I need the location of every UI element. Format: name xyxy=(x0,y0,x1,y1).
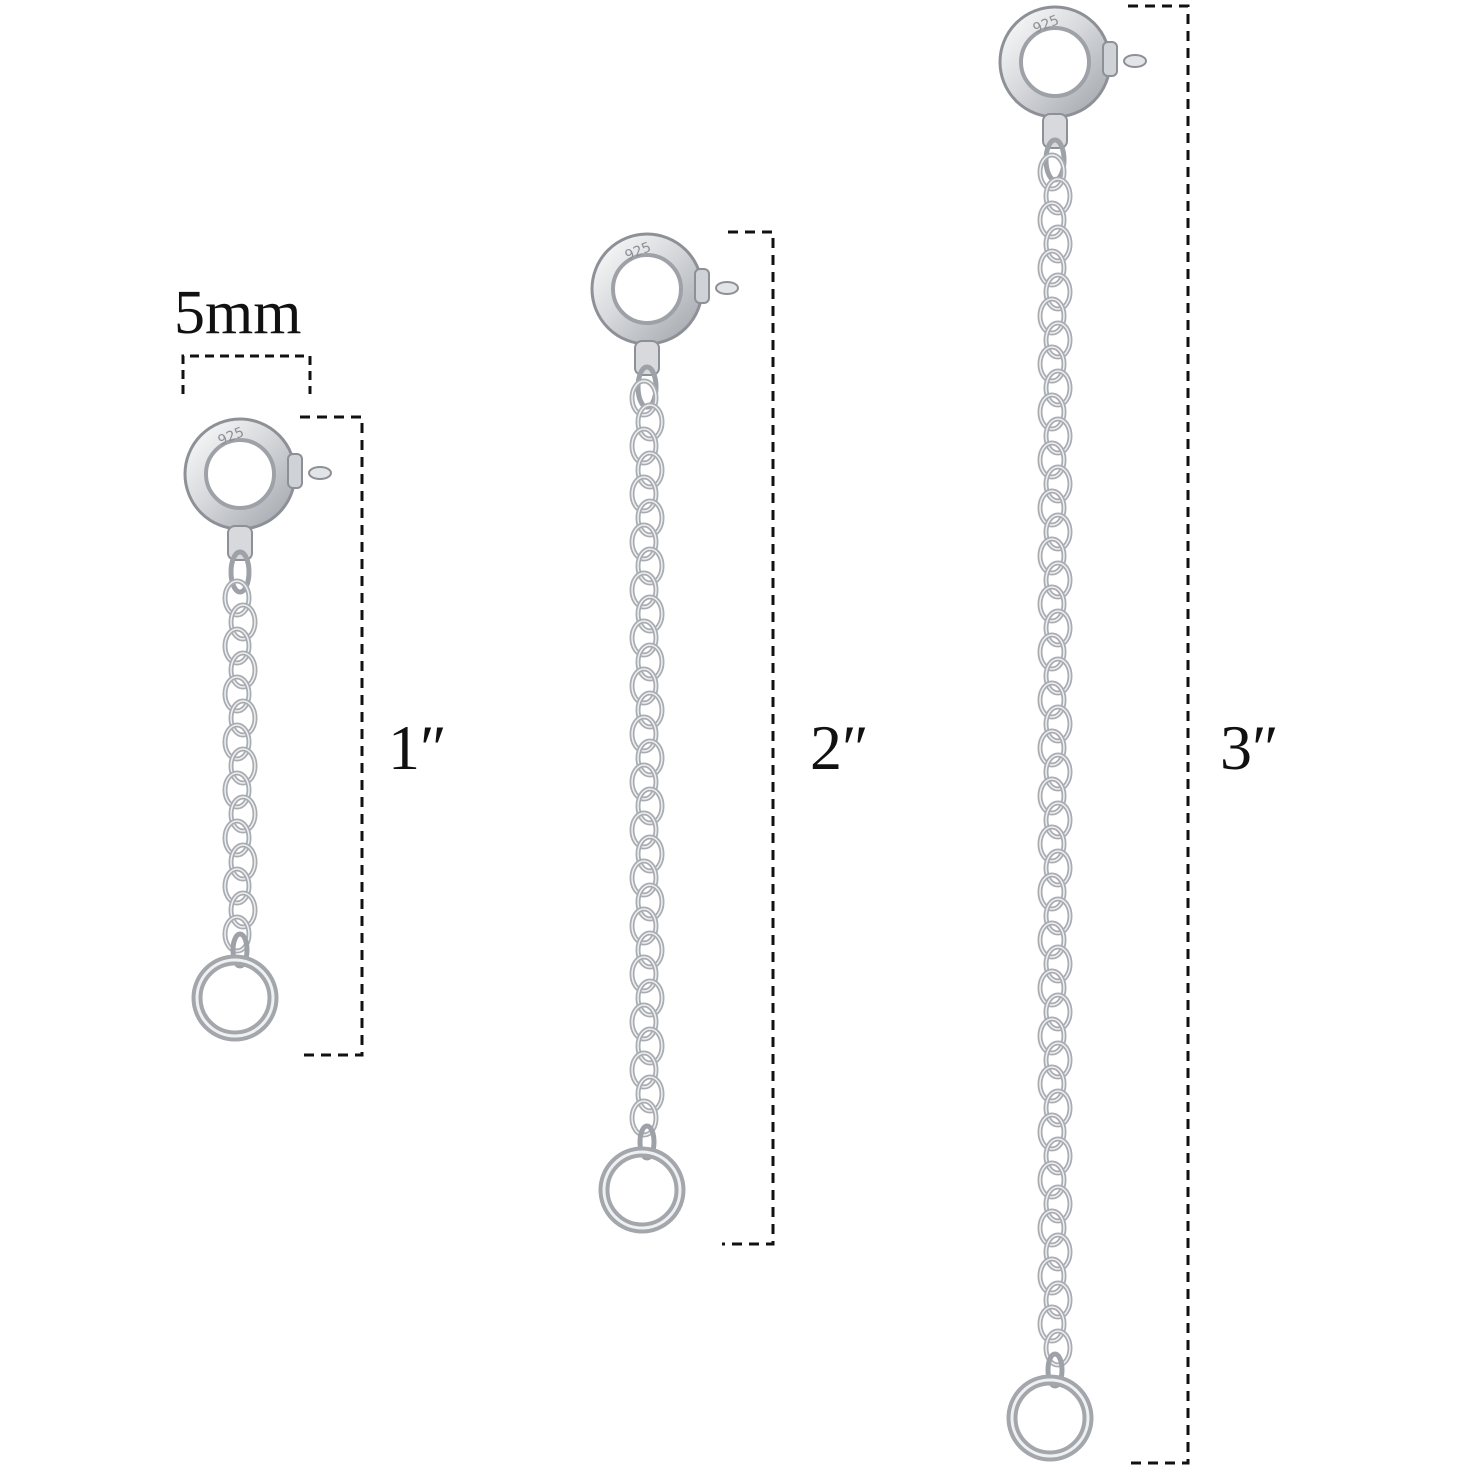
length-dimension-2in xyxy=(722,230,775,1246)
length-dimension-3in xyxy=(1128,4,1190,1465)
width-label: 5mm xyxy=(174,279,302,347)
curb-chain xyxy=(629,378,665,1161)
extender-3in: 925 xyxy=(998,5,1147,1462)
extender-2in: 925 xyxy=(590,232,739,1234)
clasp-pull-tab xyxy=(715,281,739,295)
curb-chain xyxy=(1037,152,1073,1389)
length-label-1in: 1″ xyxy=(388,712,447,783)
width-dimension-bracket xyxy=(181,354,312,394)
length-label-3in: 3″ xyxy=(1220,712,1279,783)
spring-ring-clasp: 925 xyxy=(590,232,739,410)
clasp-pull-tab xyxy=(308,466,332,480)
clasp-pull-tab xyxy=(1123,54,1147,68)
spring-ring-clasp: 925 xyxy=(998,5,1147,183)
jump-ring xyxy=(598,1146,686,1234)
length-label-2in: 2″ xyxy=(810,712,869,783)
spring-ring-clasp: 925 xyxy=(183,417,332,595)
length-dimension-1in xyxy=(300,415,364,1057)
extender-1in: 925 xyxy=(183,417,332,1042)
jump-ring xyxy=(191,954,279,1042)
curb-chain xyxy=(222,578,258,969)
jump-ring xyxy=(1006,1374,1094,1462)
